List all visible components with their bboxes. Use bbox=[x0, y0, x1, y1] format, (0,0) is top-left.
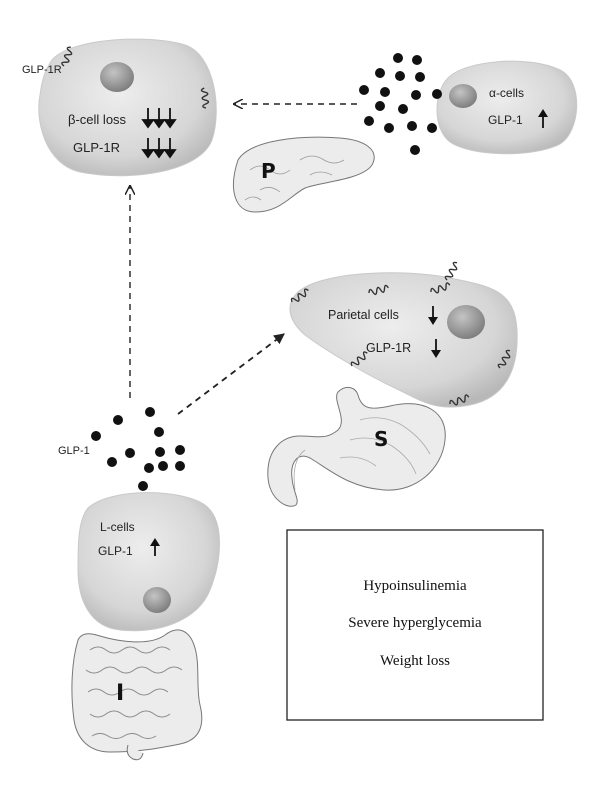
down-arrows-icon bbox=[141, 108, 177, 159]
arrow-intestine-to-stomach bbox=[177, 333, 285, 415]
l-cell-nucleus bbox=[143, 587, 171, 613]
beta-cell: GLP-1R β-cell loss GLP-1R bbox=[22, 38, 217, 177]
up-arrow-icon bbox=[150, 538, 160, 556]
up-arrow-icon bbox=[538, 109, 548, 128]
glp1-secretion-label: GLP-1 bbox=[58, 445, 90, 457]
parietal-cell: Parietal cells GLP-1R bbox=[289, 260, 518, 408]
stomach-letter: S bbox=[374, 427, 388, 451]
intestine: I bbox=[71, 629, 203, 761]
beta-cell-glp1r-label: GLP-1R bbox=[73, 140, 120, 155]
outcome-line-2: Severe hyperglycemia bbox=[348, 615, 482, 631]
stomach: S bbox=[267, 387, 446, 507]
outcome-line-1: Hypoinsulinemia bbox=[363, 578, 467, 594]
parietal-cell-glp1r-label: GLP-1R bbox=[366, 341, 411, 355]
alpha-cell-nucleus bbox=[449, 84, 477, 108]
l-cell: L-cells GLP-1 bbox=[77, 492, 220, 632]
down-arrow-icon bbox=[428, 306, 438, 325]
parietal-cell-nucleus bbox=[447, 305, 485, 339]
beta-cell-loss-label: β-cell loss bbox=[68, 112, 127, 127]
intestine-letter: I bbox=[116, 681, 124, 706]
alpha-cell-label: α-cells bbox=[489, 86, 524, 100]
pancreas: P bbox=[233, 136, 375, 213]
l-cell-glp1-label: GLP-1 bbox=[98, 544, 133, 558]
down-arrow-icon bbox=[431, 339, 441, 358]
outcome-line-3: Weight loss bbox=[380, 653, 450, 669]
parietal-cell-label: Parietal cells bbox=[328, 308, 399, 322]
glp1-particles-lcell bbox=[91, 407, 185, 491]
l-cell-label: L-cells bbox=[100, 520, 135, 534]
alpha-cell-glp1-label: GLP-1 bbox=[488, 113, 523, 127]
beta-cell-nucleus bbox=[100, 62, 134, 92]
pancreas-letter: P bbox=[261, 159, 276, 183]
glp1-particles-alpha bbox=[359, 53, 442, 155]
outcome-box: Hypoinsulinemia Severe hyperglycemia Wei… bbox=[286, 529, 544, 721]
alpha-cell: α-cells GLP-1 bbox=[436, 60, 578, 155]
beta-cell-receptor-label: GLP-1R bbox=[22, 64, 62, 76]
